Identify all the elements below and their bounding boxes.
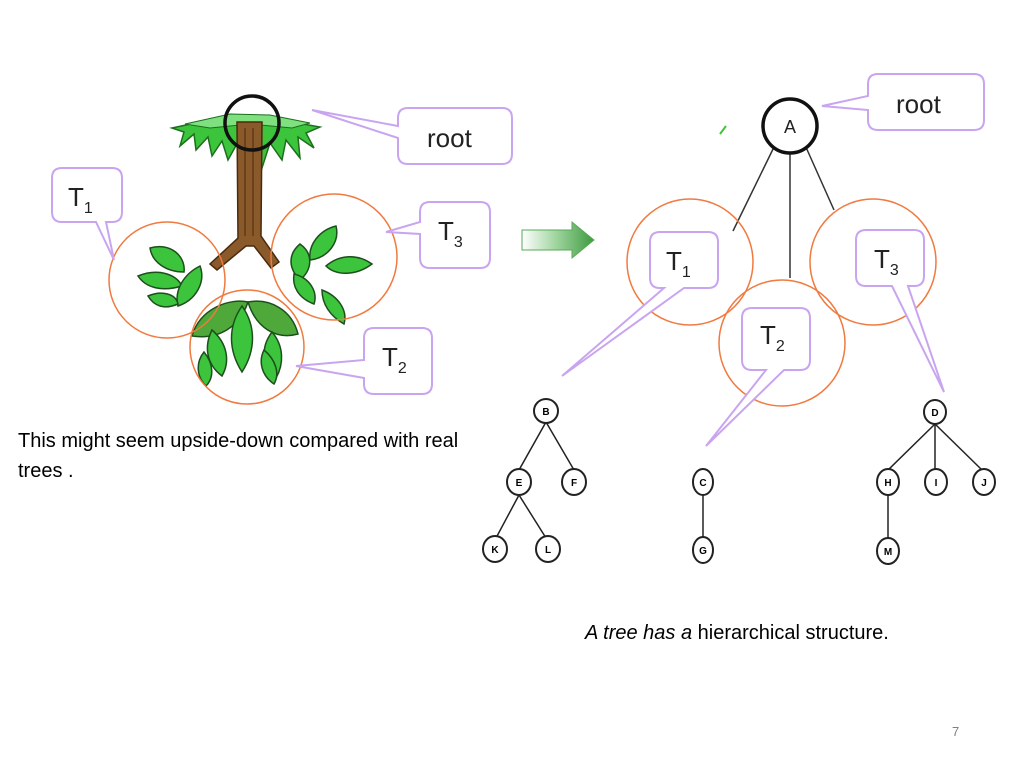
svg-text:C: C — [699, 478, 706, 489]
svg-text:J: J — [981, 478, 987, 489]
leaf-cluster-t1-icon — [136, 245, 203, 308]
tree-node-j: J — [972, 468, 996, 496]
callout-root-left-text: root — [427, 123, 473, 153]
subtree-circle-t1 — [108, 221, 226, 339]
tree-node-l: L — [535, 535, 561, 563]
subtree-circle-t2 — [189, 289, 305, 405]
svg-text:H: H — [884, 478, 891, 489]
svg-text:E: E — [516, 478, 523, 489]
root-node — [761, 97, 819, 155]
callout-t2-right-text: T2 — [760, 320, 785, 355]
callout-t1-right: T1 — [561, 231, 719, 377]
caption-hierarchical: A tree has a hierarchical structure. — [585, 622, 889, 645]
svg-text:L: L — [545, 545, 551, 556]
callout-t1-left: T1 — [51, 167, 123, 261]
callout-t2-left-text: T2 — [382, 342, 407, 377]
abstract-tree-diagram: A — [626, 97, 937, 407]
callout-t2-left: T2 — [295, 327, 433, 395]
tree-illustration — [108, 94, 398, 405]
svg-text:I: I — [935, 478, 938, 489]
stray-mark — [719, 125, 727, 135]
subtree-circle-t3-right — [809, 198, 937, 326]
leaf-cluster-t2-icon — [191, 300, 299, 388]
tree-node-h: H — [876, 468, 900, 496]
subtree-d: D H I J M — [876, 399, 996, 565]
tree-node-e: E — [506, 468, 532, 496]
callout-t3-right-text: T3 — [874, 244, 899, 279]
svg-text:M: M — [884, 547, 892, 558]
caption-hierarchical-italic: A tree has a — [585, 622, 693, 644]
callout-root-right: root — [821, 73, 985, 131]
subtree-b: B E F K L — [482, 398, 587, 563]
svg-text:F: F — [571, 478, 577, 489]
subtree-circle-t2-right — [718, 279, 846, 407]
caption-upside-down: This might seem upside-down compared wit… — [18, 430, 459, 482]
callout-t3-right: T3 — [855, 229, 945, 393]
tree-node-i: I — [924, 468, 948, 496]
tree-node-k: K — [482, 535, 508, 563]
callout-t3-left-text: T3 — [438, 216, 463, 251]
root-node-label: A — [784, 117, 796, 137]
tree-node-d: D — [923, 399, 947, 425]
caption-hierarchical-rest: hierarchical structure. — [692, 622, 889, 644]
callout-t2-right: T2 — [705, 307, 811, 447]
subtree-circle-t3 — [270, 193, 398, 321]
tree-node-f: F — [561, 468, 587, 496]
transform-arrow-icon — [521, 220, 595, 260]
callout-t1-left-text: T1 — [68, 182, 93, 217]
tree-node-g: G — [692, 536, 714, 564]
page-number: 7 — [952, 724, 960, 739]
svg-text:D: D — [931, 408, 938, 419]
callout-t3-left: T3 — [385, 201, 491, 269]
svg-text:K: K — [491, 545, 499, 556]
svg-text:G: G — [699, 546, 707, 557]
root-circle — [223, 94, 281, 152]
callout-root-left: root — [311, 107, 513, 165]
callout-t1-right-text: T1 — [666, 246, 691, 281]
tree-node-b: B — [533, 398, 559, 424]
subtree-circle-t1-right — [626, 198, 754, 326]
tree-node-c: C — [692, 468, 714, 496]
tree-node-m: M — [876, 537, 900, 565]
leaf-cluster-t3-icon — [290, 225, 374, 326]
subtree-c: C G — [692, 468, 714, 564]
callout-root-right-text: root — [896, 89, 942, 119]
svg-text:B: B — [542, 407, 549, 418]
